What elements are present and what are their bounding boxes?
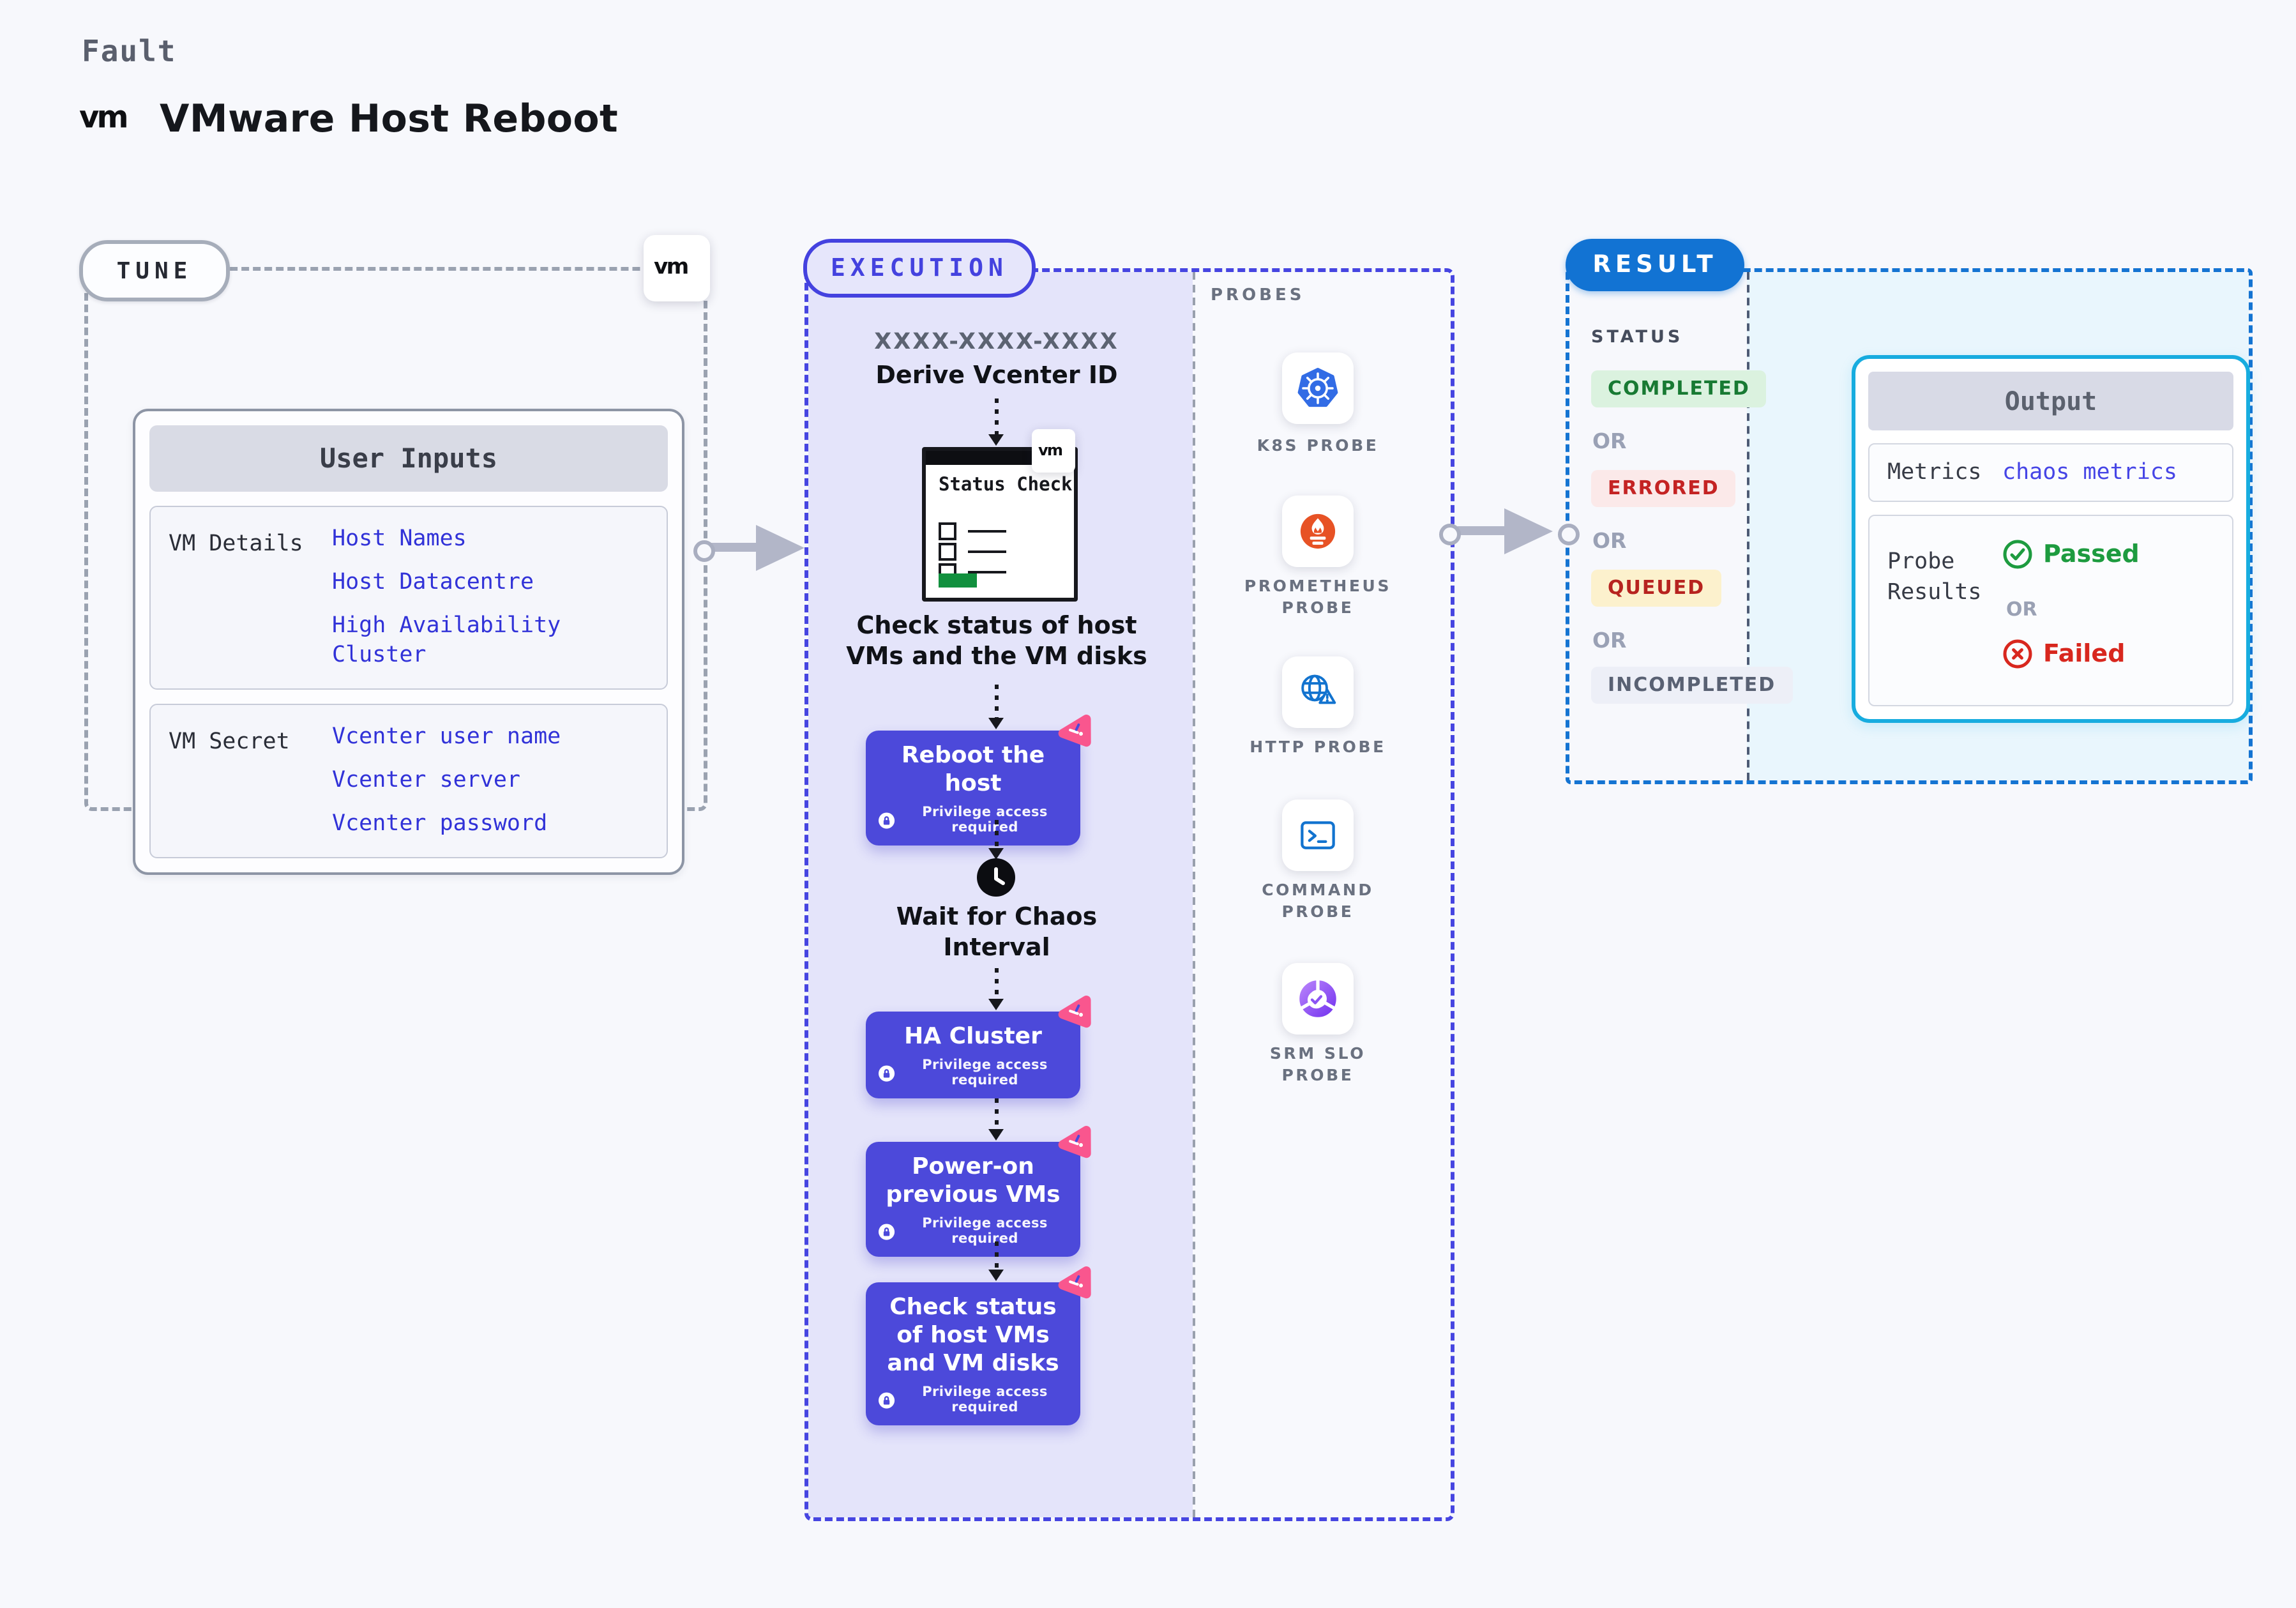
progress-bar	[939, 573, 977, 588]
step-ha-cluster: HA Cluster Privilege access required	[866, 996, 1091, 1098]
vmware-vm-icon: vm	[654, 253, 700, 284]
slo-donut-check-icon	[1298, 978, 1338, 1017]
probe-results-label: Probe Results	[1887, 549, 1982, 605]
k8s-probe-label: K8S PROBE	[1257, 436, 1379, 455]
or-label: OR	[1592, 628, 1627, 653]
link-vcenter-password: Vcenter password	[332, 811, 548, 837]
step-title: Power-on previous VMs	[886, 1153, 1061, 1208]
flow-arrow-3	[988, 820, 1004, 860]
wait-for-chaos-label: Wait for Chaos Interval	[896, 903, 1098, 962]
chaos-fault-icon	[1052, 1122, 1099, 1171]
http-probe-card	[1282, 656, 1354, 728]
svg-text:vm: vm	[1038, 441, 1062, 458]
vcenter-id-placeholder: XXXX-XXXX-XXXX	[874, 330, 1119, 355]
privilege-badge: Privilege access required	[879, 1384, 1068, 1415]
link-ha-cluster: High Availability Cluster	[332, 613, 561, 668]
x-circle-icon	[2003, 639, 2032, 669]
vm-secret-row: VM Secret Vcenter user name Vcenter serv…	[149, 704, 668, 858]
link-host-datacentre: Host Datacentre	[332, 570, 534, 595]
clock-icon	[977, 858, 1015, 902]
vmware-badge-card: vm	[644, 235, 710, 301]
status-badge-incompleted: INCOMPLETED	[1591, 667, 1793, 704]
http-probe-label: HTTP PROBE	[1250, 737, 1386, 756]
chaos-fault-icon	[1052, 711, 1099, 760]
flow-arrow-2	[988, 685, 1004, 729]
link-host-names: Host Names	[332, 526, 467, 552]
lock-icon	[879, 1223, 895, 1240]
passed-result: Passed	[2002, 539, 2140, 570]
command-probe-card	[1282, 800, 1354, 871]
probes-header: PROBES	[1211, 286, 1305, 305]
http-globe-warning-icon	[1301, 674, 1336, 704]
svg-text:vm: vm	[654, 254, 688, 278]
svg-text:vm: vm	[79, 100, 126, 134]
flow-arrow-4	[988, 968, 1004, 1010]
link-vcenter-user-name: Vcenter user name	[332, 724, 561, 750]
or-label: OR	[1592, 529, 1627, 553]
probes-panel	[1193, 272, 1451, 1517]
tune-pill: TUNE	[79, 240, 230, 301]
srm-slo-probe-card	[1282, 963, 1354, 1035]
privilege-badge: Privilege access required	[879, 1058, 1068, 1088]
page-title-row: vm VMware Host Reboot	[79, 97, 618, 142]
vmware-badge-card-small: vm	[1032, 429, 1075, 473]
step-title: Check status of host VMs and VM disks	[887, 1294, 1059, 1377]
output-header: Output	[1868, 372, 2233, 430]
user-inputs-card: User Inputs VM Details Host Names Host D…	[133, 409, 684, 875]
fault-kind-label: Fault	[82, 36, 177, 69]
status-badge-completed: COMPLETED	[1591, 370, 1767, 407]
page-title: VMware Host Reboot	[160, 97, 619, 142]
status-badge-queued: QUEUED	[1591, 570, 1722, 607]
check-status-caption: Check status of host VMs and the VM disk…	[846, 612, 1147, 671]
metrics-row: Metrics chaos metrics	[1868, 443, 2233, 502]
flow-arrow-1	[988, 398, 1004, 446]
or-label: OR	[2006, 598, 2037, 621]
derive-vcenter-id-label: Derive Vcenter ID	[875, 361, 1118, 390]
user-inputs-header: User Inputs	[149, 425, 668, 492]
lock-icon	[879, 1065, 895, 1081]
srm-slo-probe-label: SRM SLO PROBE	[1269, 1043, 1366, 1084]
prometheus-probe-label: PROMETHEUS PROBE	[1244, 576, 1392, 617]
lock-icon	[879, 1392, 895, 1408]
or-label: OR	[1592, 429, 1627, 453]
step-title: Reboot the host	[901, 742, 1045, 797]
output-card: Output Metrics chaos metrics Probe Resul…	[1852, 355, 2250, 723]
privilege-badge: Privilege access required	[879, 1216, 1068, 1247]
metrics-label: Metrics	[1887, 460, 1982, 485]
chaos-fault-icon	[1052, 1263, 1099, 1312]
vm-secret-label: VM Secret	[169, 729, 290, 755]
status-check-window: Status Check	[922, 447, 1078, 602]
command-probe-label: COMMAND PROBE	[1262, 880, 1374, 921]
checklist-item	[939, 543, 1006, 561]
terminal-icon	[1301, 821, 1335, 849]
step-reboot-the-host: Reboot the host Privilege access require…	[866, 715, 1091, 846]
link-vcenter-server: Vcenter server	[332, 768, 521, 793]
step-title: HA Cluster	[904, 1023, 1042, 1050]
prometheus-icon	[1300, 513, 1336, 549]
flow-arrow-6	[988, 1241, 1004, 1281]
status-badge-errored: ERRORED	[1591, 470, 1736, 507]
step-check-status: Check status of host VMs and VM disks Pr…	[866, 1266, 1091, 1425]
probe-results-row: Probe Results Passed OR Failed	[1868, 515, 2233, 706]
vmware-vm-icon: vm	[1038, 439, 1069, 463]
metrics-value: chaos metrics	[2002, 460, 2177, 485]
privilege-badge: Privilege access required	[879, 805, 1068, 835]
prometheus-probe-card	[1282, 496, 1354, 567]
flow-arrow-5	[988, 1098, 1004, 1141]
failed-result: Failed	[2002, 639, 2125, 669]
vm-details-label: VM Details	[169, 531, 303, 557]
check-circle-icon	[2003, 540, 2032, 569]
chaos-fault-icon	[1052, 992, 1099, 1041]
status-check-title: Status Check	[939, 475, 1073, 496]
status-header: STATUS	[1591, 327, 1684, 347]
vmware-logo-icon: vm	[79, 99, 143, 139]
kubernetes-icon	[1297, 367, 1338, 407]
result-pill: RESULT	[1566, 239, 1744, 291]
lock-icon	[879, 812, 895, 828]
execution-pill: EXECUTION	[803, 239, 1036, 298]
step-power-on-previous-vms: Power-on previous VMs Privilege access r…	[866, 1126, 1091, 1257]
checklist-item	[939, 522, 1006, 540]
vm-details-row: VM Details Host Names Host Datacentre Hi…	[149, 506, 668, 690]
k8s-probe-card	[1282, 353, 1354, 424]
